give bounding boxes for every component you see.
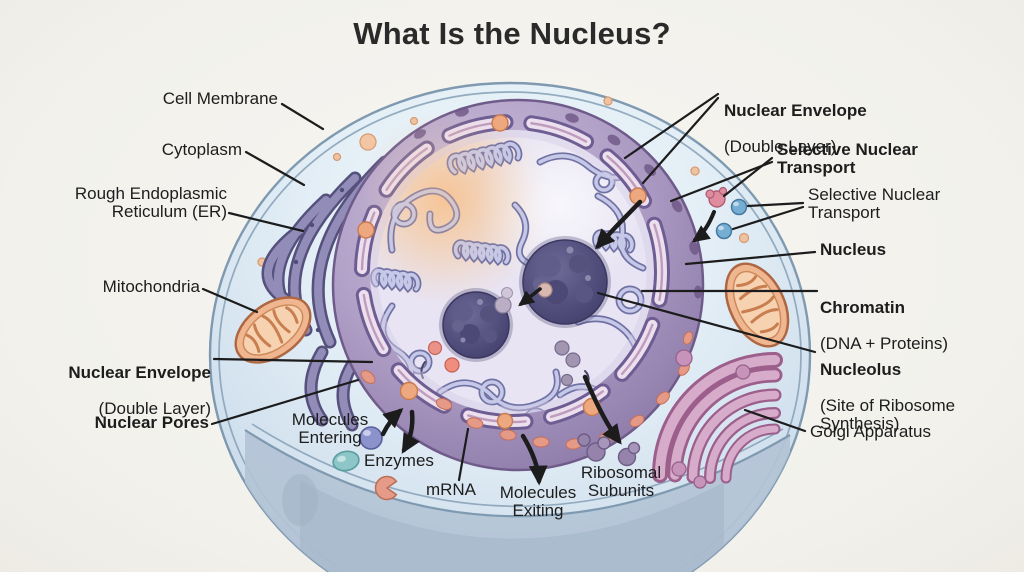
enzyme-pacman-molecule bbox=[374, 475, 398, 501]
label-nuclear-envelope-left-sub: (Double Layer) bbox=[98, 399, 211, 418]
enzyme-molecule bbox=[332, 450, 360, 472]
nucleolus-leader bbox=[596, 291, 817, 354]
page-title: What Is the Nucleus? bbox=[353, 16, 671, 51]
molecule-entering-sphere bbox=[359, 426, 383, 450]
mrna-leader bbox=[457, 427, 470, 482]
label-nuclear-envelope-left: Nuclear Envelope (Double Layer) bbox=[68, 346, 211, 436]
label-cytoplasm: Cytoplasm bbox=[161, 140, 242, 159]
mitochondrion-right-graphic bbox=[724, 262, 790, 348]
intranuclear-molecules bbox=[420, 282, 590, 387]
label-enzymes: Enzymes bbox=[364, 451, 434, 470]
label-nucleolus: Nucleolus (Site of Ribosome Synthesis) bbox=[820, 343, 955, 451]
nucleolus-right-graphic bbox=[519, 236, 611, 328]
selective-transport-secondary-leader-b bbox=[731, 205, 805, 231]
label-nuclear-pores: Nuclear Pores bbox=[94, 413, 209, 432]
molecules-out-arrow bbox=[401, 409, 420, 454]
cytoplasm-leader bbox=[244, 150, 306, 187]
transport-cargo-right bbox=[705, 186, 748, 240]
label-mitochondria: Mitochondria bbox=[102, 277, 200, 296]
label-nucleolus-title: Nucleolus bbox=[820, 360, 902, 379]
label-chromatin: Chromatin (DNA + Proteins) bbox=[820, 281, 948, 371]
label-chromatin-sub: (DNA + Proteins) bbox=[820, 334, 949, 353]
leader-lines bbox=[201, 92, 819, 482]
molecules-entering-arrow bbox=[380, 407, 404, 437]
selective-entry-arrow bbox=[691, 210, 716, 243]
cytoplasm-vesicles bbox=[257, 96, 750, 267]
label-nucleus: Nucleus bbox=[820, 240, 887, 259]
label-mrna: mRNA bbox=[425, 480, 477, 499]
label-ribosomal-subunits: Ribosomal Subunits bbox=[580, 463, 662, 500]
label-nuclear-envelope-left-title: Nuclear Envelope bbox=[68, 363, 211, 382]
golgi-vesicles bbox=[671, 349, 751, 489]
nuclear-envelope-right-leader-b bbox=[641, 96, 720, 185]
label-nuclear-envelope-right-title: Nuclear Envelope bbox=[724, 101, 867, 120]
selective-transport-primary-leader-b bbox=[669, 160, 774, 203]
label-selective-transport-secondary: Selective Nuclear Transport bbox=[808, 185, 941, 222]
transport-arrows bbox=[380, 199, 716, 486]
label-chromatin-title: Chromatin bbox=[820, 298, 905, 317]
label-selective-transport-primary: Selective Nuclear Transport bbox=[777, 140, 918, 177]
nuclear-envelope-right-leader-a bbox=[623, 92, 720, 160]
label-nuclear-envelope-right: Nuclear Envelope (Double Layer) bbox=[724, 84, 867, 174]
label-molecules-entering: Molecules Entering bbox=[291, 410, 369, 447]
label-golgi: Golgi Apparatus bbox=[810, 422, 931, 441]
golgi-apparatus-graphic bbox=[652, 349, 783, 489]
label-cell-membrane: Cell Membrane bbox=[162, 89, 278, 108]
transport-molecules bbox=[332, 186, 748, 501]
rough-er-leader bbox=[227, 211, 305, 233]
mitochondria-leader bbox=[201, 287, 259, 314]
ribosomal-subunits-arrow bbox=[582, 374, 622, 445]
cell-membrane-leader bbox=[280, 102, 325, 131]
label-nucleolus-sub: (Site of Ribosome Synthesis) bbox=[820, 396, 956, 433]
nuclear-pores-leader bbox=[210, 378, 360, 426]
nuclear-envelope-left-leader bbox=[212, 357, 374, 364]
cell-bottom-shading bbox=[244, 423, 791, 572]
golgi-leader bbox=[743, 408, 807, 433]
nucleus-graphic bbox=[331, 98, 705, 472]
import-into-nucleolus-arrow bbox=[594, 199, 643, 250]
label-rough-er: Rough Endoplasmic Reticulum (ER) bbox=[74, 184, 227, 221]
label-nuclear-envelope-right-sub: (Double Layer) bbox=[724, 137, 837, 156]
nucleolus-left-graphic bbox=[439, 288, 513, 362]
label-molecules-exiting: Molecules Exiting bbox=[499, 483, 577, 520]
nucleus-leader bbox=[684, 250, 817, 266]
cell-membrane-inner-line bbox=[218, 91, 802, 572]
mitochondrion-left-graphic bbox=[234, 296, 312, 364]
nuclear-pore-plugs bbox=[357, 114, 647, 430]
envelope-warm-glow bbox=[360, 110, 530, 280]
nucleoli-exchange-arrow bbox=[518, 287, 542, 307]
molecules-exiting-arrow bbox=[520, 433, 548, 486]
selective-transport-secondary-leader-a bbox=[746, 201, 805, 208]
